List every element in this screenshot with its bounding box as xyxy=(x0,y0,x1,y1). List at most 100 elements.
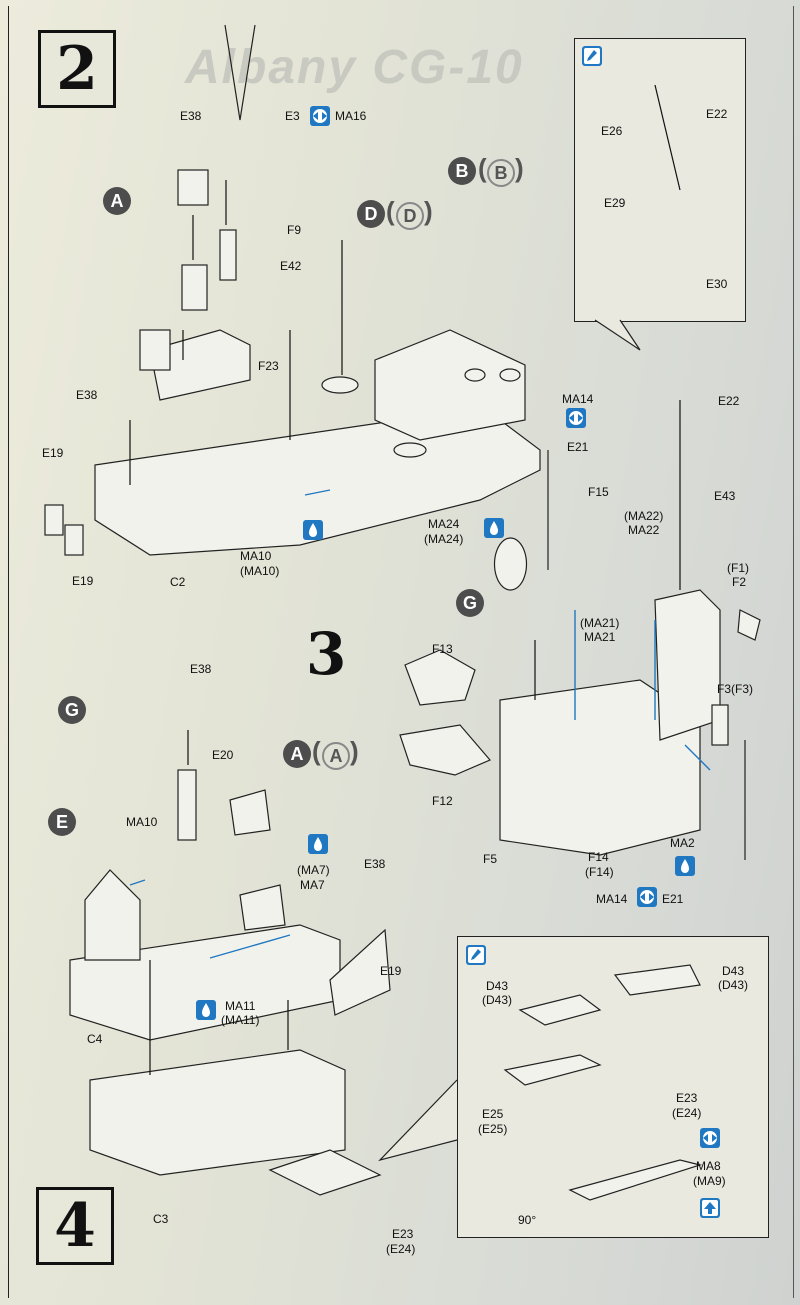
pedestal-b2 xyxy=(499,368,521,382)
label-f12: F12 xyxy=(432,794,453,808)
label-e25: E25 xyxy=(482,1107,504,1121)
paint-drop-icon xyxy=(484,518,504,538)
label-e21-top: E21 xyxy=(567,440,589,454)
subassembly-d-alt-marker: D xyxy=(396,202,424,230)
funnel-e20 xyxy=(177,769,197,841)
label-ma10-s4: MA10 xyxy=(126,815,158,829)
mirror-icon xyxy=(566,408,586,428)
label-ma7: MA7 xyxy=(300,878,325,892)
label-e26: E26 xyxy=(601,124,623,138)
subassembly-a-marker: A xyxy=(103,187,131,215)
part-e19-a xyxy=(44,504,64,536)
mast-e3 xyxy=(224,24,256,121)
label-d43-right-alt: (D43) xyxy=(718,978,749,992)
paren-b-close: ) xyxy=(515,153,524,183)
label-angle: 90° xyxy=(518,1213,537,1227)
director-a-s4 xyxy=(229,789,271,836)
label-e29: E29 xyxy=(604,196,626,210)
label-e22-main: E22 xyxy=(718,394,740,408)
subassembly-b-alt-marker: B xyxy=(487,159,515,187)
label-e38: E38 xyxy=(180,109,202,123)
label-f3: F3(F3) xyxy=(717,682,753,696)
label-f9: F9 xyxy=(287,223,302,237)
rack-ma8 xyxy=(568,1159,703,1201)
page-border xyxy=(8,6,794,1298)
subassembly-a-marker-s4: A xyxy=(283,740,311,768)
label-e23: E23 xyxy=(392,1227,414,1241)
label-ma10-alt: (MA10) xyxy=(240,564,280,578)
label-ma14-top: MA14 xyxy=(562,392,594,406)
step-4-box: 4 xyxy=(36,1187,114,1265)
label-f14-alt: (F14) xyxy=(585,865,614,879)
label-ma22-alt: (MA22) xyxy=(624,509,664,523)
director-a-mid xyxy=(181,264,208,311)
director-a-s4b xyxy=(239,884,286,931)
label-e23-inset: E23 xyxy=(676,1091,698,1105)
subassembly-a-alt-marker-s4: A xyxy=(322,742,350,770)
step-2-box: 2 xyxy=(38,30,116,108)
subassembly-d-marker: D xyxy=(357,200,385,228)
label-e22-inset: E22 xyxy=(706,107,728,121)
forward-superstructure xyxy=(374,329,526,441)
label-e24-inset: (E24) xyxy=(672,1106,702,1120)
up-arrow-icon xyxy=(700,1198,720,1218)
paren-d: ( xyxy=(386,196,395,226)
label-e42: E42 xyxy=(280,259,302,273)
label-f14: F14 xyxy=(588,850,609,864)
label-ma24: MA24 xyxy=(428,517,460,531)
bridge-f5 xyxy=(499,679,701,856)
label-ma16: MA16 xyxy=(335,109,367,123)
platform-f12 xyxy=(399,724,491,776)
paint-drop-icon xyxy=(308,834,328,854)
label-e30: E30 xyxy=(706,277,728,291)
watermark-title: Albany CG-10 xyxy=(185,41,524,94)
label-e21-bot: E21 xyxy=(662,892,684,906)
pedestal-b1 xyxy=(464,368,486,382)
subassembly-g-marker-s3: G xyxy=(456,589,484,617)
label-c2: C2 xyxy=(170,575,186,589)
boat-d43-right xyxy=(613,964,701,996)
label-ma21: MA21 xyxy=(584,630,616,644)
label-ma7-alt: (MA7) xyxy=(297,863,330,877)
part-f2 xyxy=(737,609,761,641)
paint-drop-icon xyxy=(303,520,323,540)
label-f23: F23 xyxy=(258,359,279,373)
label-d43-left-alt: (D43) xyxy=(482,993,513,1007)
brackets-e19 xyxy=(329,928,391,1016)
label-ma11-alt: (MA11) xyxy=(221,1013,260,1027)
label-e19-top: E19 xyxy=(42,446,64,460)
paren-b: ( xyxy=(478,153,487,183)
mast-tower xyxy=(654,589,721,741)
paren-a-close: ) xyxy=(350,736,359,766)
paint-drop-icon xyxy=(675,856,695,876)
plate-e25 xyxy=(503,1054,602,1086)
boat-rack-s4 xyxy=(268,1149,382,1196)
pedestal-d xyxy=(321,376,359,394)
lattice-tower-e xyxy=(84,869,141,961)
tower-f9 xyxy=(219,229,237,281)
part-e19-b xyxy=(64,524,84,556)
platform-f13 xyxy=(404,649,476,706)
label-f2: F2 xyxy=(732,575,747,589)
inset2-pointer xyxy=(378,1079,458,1162)
part-f3 xyxy=(711,704,729,746)
label-e38-s4b: E38 xyxy=(364,857,386,871)
inset1-pointer xyxy=(594,319,641,351)
label-c4: C4 xyxy=(87,1032,103,1046)
radar-g xyxy=(493,537,528,591)
paren-a: ( xyxy=(312,736,321,766)
label-ma11: MA11 xyxy=(225,999,256,1013)
subassembly-b-marker: B xyxy=(448,157,476,185)
step-3-number: 3 xyxy=(306,620,347,688)
label-ma9: (MA9) xyxy=(693,1174,726,1188)
deck-c3 xyxy=(89,1049,346,1176)
label-ma10: MA10 xyxy=(240,549,272,563)
mirror-icon xyxy=(700,1128,720,1148)
label-f5: F5 xyxy=(483,852,498,866)
director-a-low xyxy=(139,329,171,371)
paint-drop-icon xyxy=(196,1000,216,1020)
note-icon xyxy=(466,945,486,965)
label-c3: C3 xyxy=(153,1212,169,1226)
label-e19-low: E19 xyxy=(72,574,94,588)
